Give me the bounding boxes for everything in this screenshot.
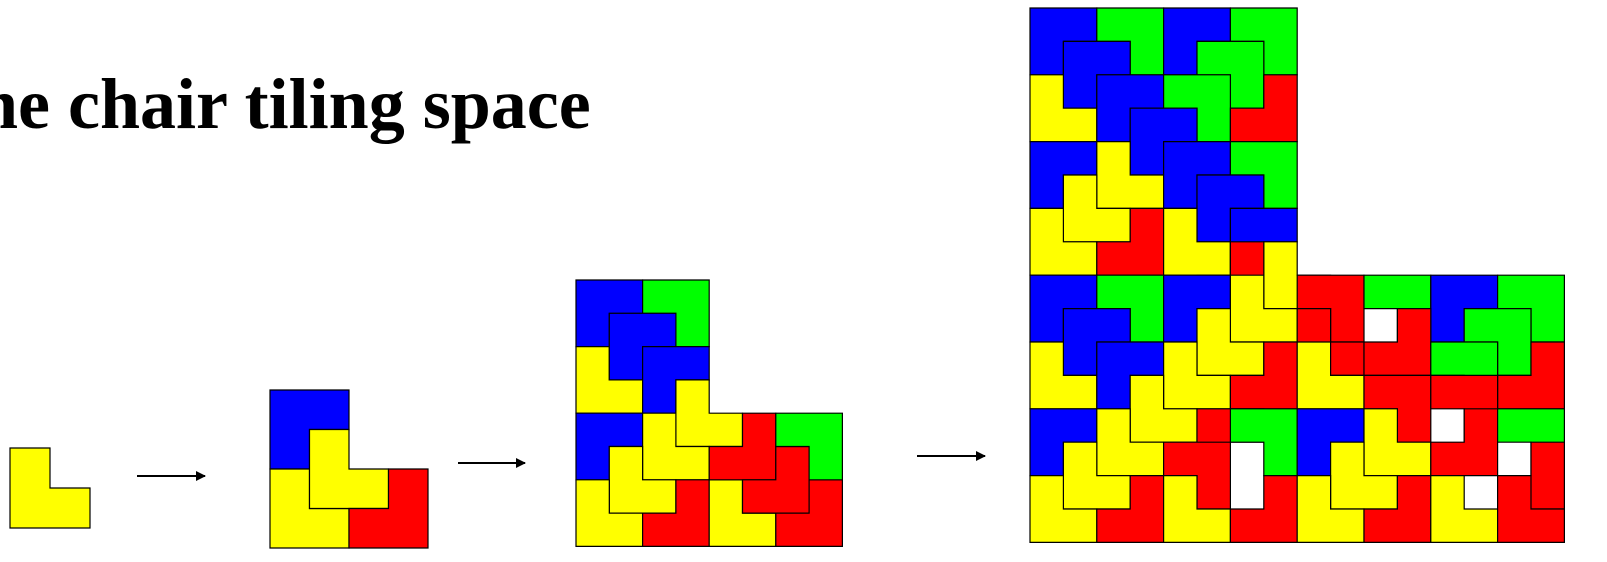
tiling-stage-2 [575,279,844,548]
stage-layer [9,7,1566,549]
tiling-stage-1 [269,389,429,549]
tiling-stage-0 [9,447,91,529]
yellow-chair-tile [308,428,390,510]
red-chair-tile [1363,308,1432,376]
yellow-chair-tile [9,447,91,529]
red-chair-tile [1496,475,1566,544]
slide-title: he chair tiling space [0,64,591,144]
red-chair-tile [348,468,429,549]
red-chair-tile [775,479,844,548]
tiling-stage-3 [1029,7,1566,544]
yellow-chair-tile [675,379,744,448]
red-chair-tile [1430,408,1499,477]
green-chair-tile [775,412,844,481]
red-chair-tile [1229,475,1298,544]
green-chair-tile [1229,408,1298,477]
yellow-chair-tile [1430,475,1499,544]
arrow-layer [137,451,986,481]
